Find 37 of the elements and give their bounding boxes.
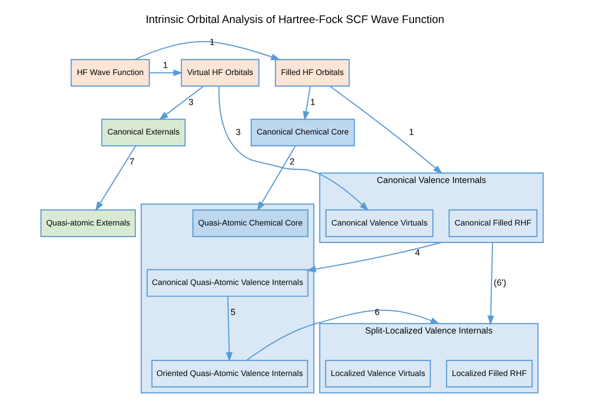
edge-label: 5 xyxy=(230,307,236,318)
arrow xyxy=(257,146,296,212)
node-box: Localized Filled RHF xyxy=(446,360,533,388)
arrow xyxy=(226,296,233,362)
node-box: Virtual HF Orbitals xyxy=(180,58,260,87)
arrow xyxy=(487,242,494,326)
node-box: Oriented Quasi-Atomic Valence Internals xyxy=(151,360,308,388)
edge-label: 1 xyxy=(409,126,414,137)
arrow xyxy=(306,242,442,272)
arrow xyxy=(95,146,136,212)
arrow xyxy=(330,86,443,174)
node-box: Localized Valence Virtuals xyxy=(325,360,431,388)
node-box: Canonical Valence Virtuals xyxy=(325,209,434,238)
edge-label: 2 xyxy=(290,156,295,167)
arrow xyxy=(246,310,440,361)
edge-label: (6') xyxy=(494,277,506,288)
node-box: Canonical Quasi-Atomic Valence Internals xyxy=(146,269,308,297)
node-box: Canonical Filled RHF xyxy=(448,209,538,238)
node-box: Quasi-atomic Externals xyxy=(40,209,136,238)
edge-label: 3 xyxy=(188,96,194,107)
edge-label: 7 xyxy=(130,156,134,167)
node-box: Canonical Chemical Core xyxy=(250,118,355,146)
arrow xyxy=(150,69,183,76)
arrow xyxy=(158,86,204,120)
edge-label: 4 xyxy=(414,247,420,258)
arrow xyxy=(134,41,281,60)
node-box: HF Wave Function xyxy=(70,58,150,87)
arrow xyxy=(218,86,369,212)
edge-label: 1 xyxy=(310,96,316,107)
edge-label: 3 xyxy=(236,126,241,137)
cluster xyxy=(140,204,314,394)
edge-label: 1 xyxy=(162,60,168,70)
node-box: Filled HF Orbitals xyxy=(274,58,350,87)
node-box: Quasi-Atomic Chemical Core xyxy=(192,209,308,238)
node-box: Canonical Externals xyxy=(101,118,186,146)
diagram-title: Intrinsic Orbital Analysis of Hartree-Fock SCF Wave Function xyxy=(146,14,444,26)
arrow xyxy=(302,86,311,121)
